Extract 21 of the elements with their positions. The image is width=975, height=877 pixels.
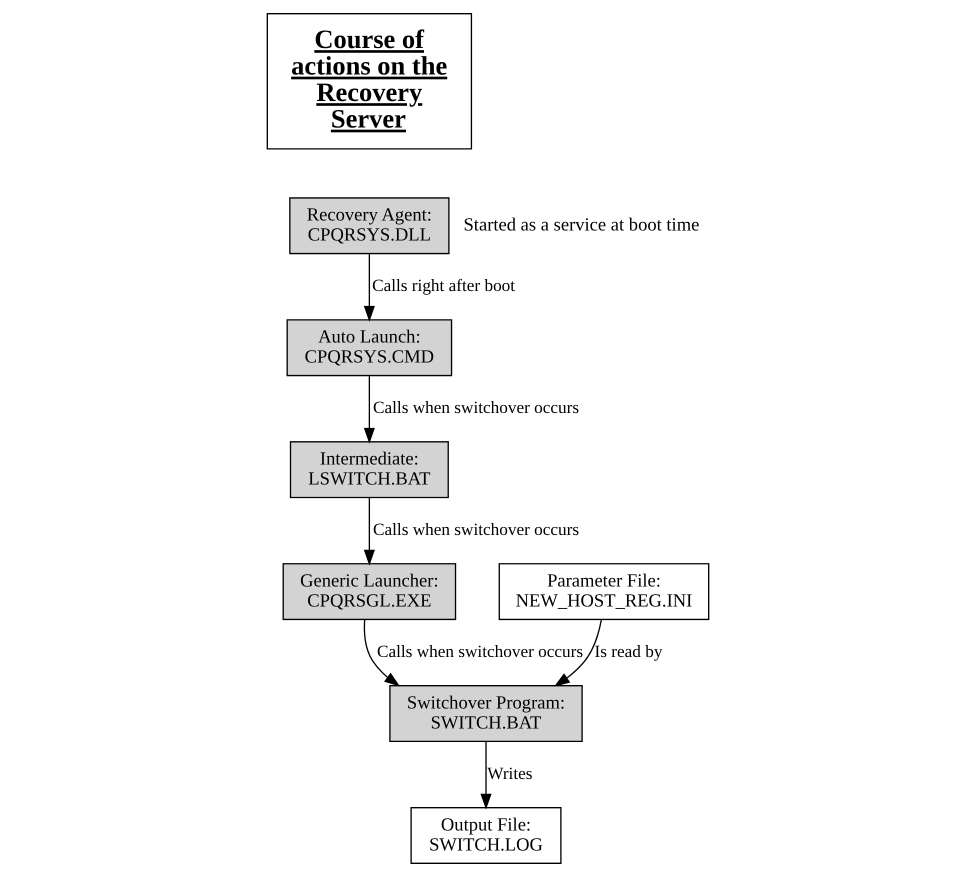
node-box: Parameter File: NEW_HOST_REG.INI	[498, 563, 709, 620]
node-box: Auto Launch: CPQRSYS.CMD	[286, 319, 452, 376]
node-box: Switchover Program: SWITCH.BAT	[388, 685, 582, 742]
arrow	[363, 254, 374, 322]
node-box: Recovery Agent: CPQRSYS.DLL	[288, 197, 450, 254]
edge-label: Calls when switchover occurs	[376, 642, 583, 662]
edge-label: Calls when switchover occurs	[372, 520, 579, 540]
arrow	[363, 620, 400, 687]
arrow	[363, 498, 374, 566]
arrow	[363, 376, 374, 444]
edge-label: Calls when switchover occurs	[372, 398, 579, 418]
edge-label: Writes	[486, 764, 532, 784]
node-box: Output File: SWITCH.LOG	[410, 807, 562, 864]
node-box: Generic Launcher: CPQRSGL.EXE	[282, 563, 456, 620]
node-box: Intermediate: LSWITCH.BAT	[289, 441, 448, 498]
node-label: Started as a service at boot time	[463, 214, 699, 236]
edge-label: Is read by	[594, 642, 662, 662]
arrow	[480, 742, 492, 810]
node-box: Course of actions on the Recovery Server	[266, 13, 472, 150]
arrow	[553, 619, 602, 687]
edge-label: Calls right after boot	[372, 276, 515, 296]
